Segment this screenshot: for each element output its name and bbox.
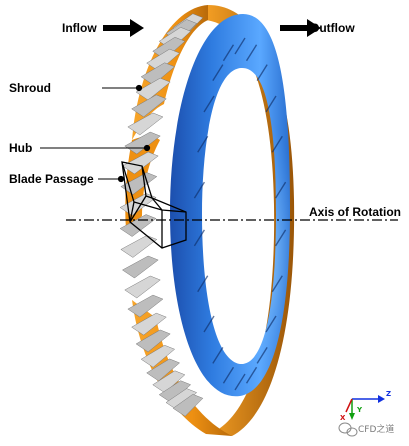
hub-slot bbox=[274, 181, 287, 199]
leader-lines bbox=[40, 84, 151, 183]
blade bbox=[172, 393, 204, 417]
hub-slot bbox=[234, 373, 246, 391]
axis-of-rotation-label: Axis of Rotation bbox=[309, 205, 401, 219]
blade bbox=[119, 193, 157, 216]
hub-label: Hub bbox=[9, 141, 32, 155]
blade bbox=[131, 312, 167, 336]
hub-slot bbox=[212, 346, 224, 364]
hub-slot bbox=[245, 44, 258, 62]
blade bbox=[124, 275, 161, 299]
watermark-text: CFD之道 bbox=[358, 423, 394, 435]
hub-slot bbox=[234, 37, 246, 55]
blade bbox=[140, 62, 176, 86]
hub-slot bbox=[212, 64, 224, 82]
shroud-label: Shroud bbox=[9, 81, 51, 95]
blade bbox=[135, 329, 171, 353]
blade bbox=[135, 77, 171, 101]
blade-row bbox=[119, 13, 204, 417]
blade bbox=[121, 255, 159, 279]
blade bbox=[140, 344, 176, 368]
hub-slot bbox=[193, 229, 206, 247]
hub-slot bbox=[197, 135, 209, 153]
hub-slot bbox=[271, 275, 283, 293]
blade bbox=[121, 151, 159, 175]
blade bbox=[124, 131, 161, 155]
wechat-bubble-icon bbox=[338, 422, 358, 437]
blade bbox=[127, 294, 164, 318]
blade-passage-box bbox=[121, 161, 187, 249]
outflow-label: Outflow bbox=[310, 21, 355, 35]
hub-slot bbox=[203, 315, 215, 333]
triad-y-label: Y bbox=[356, 406, 363, 414]
blade bbox=[146, 358, 181, 382]
hub-blade-slots bbox=[193, 37, 287, 391]
hub-slot bbox=[222, 44, 235, 62]
hub-slot bbox=[265, 95, 277, 113]
blade bbox=[127, 112, 164, 136]
blade bbox=[131, 94, 167, 118]
inflow-label: Inflow bbox=[62, 21, 97, 35]
blade-passage-label: Blade Passage bbox=[9, 172, 94, 186]
hub-slot bbox=[222, 366, 235, 384]
inflow-arrow-icon bbox=[103, 19, 144, 37]
hub-slot bbox=[256, 64, 268, 82]
hub-slot bbox=[245, 366, 258, 384]
hub-slot bbox=[256, 346, 268, 364]
triad-x-label: X bbox=[340, 414, 346, 422]
triad-z-label: Z bbox=[386, 390, 391, 398]
hub-slot bbox=[203, 95, 215, 113]
hub-slot bbox=[274, 229, 287, 247]
blade bbox=[120, 235, 158, 258]
watermark: CFD之道 bbox=[338, 422, 394, 437]
outflow-arrow-icon bbox=[280, 19, 321, 37]
hub-slot bbox=[193, 181, 206, 199]
axis-triad: Z Y X bbox=[340, 390, 391, 422]
hub-slot bbox=[197, 275, 209, 293]
hub-slot bbox=[271, 135, 283, 153]
blade bbox=[152, 370, 186, 394]
hub-slot bbox=[265, 315, 277, 333]
hub-highlight bbox=[170, 14, 290, 397]
blade bbox=[158, 380, 192, 404]
